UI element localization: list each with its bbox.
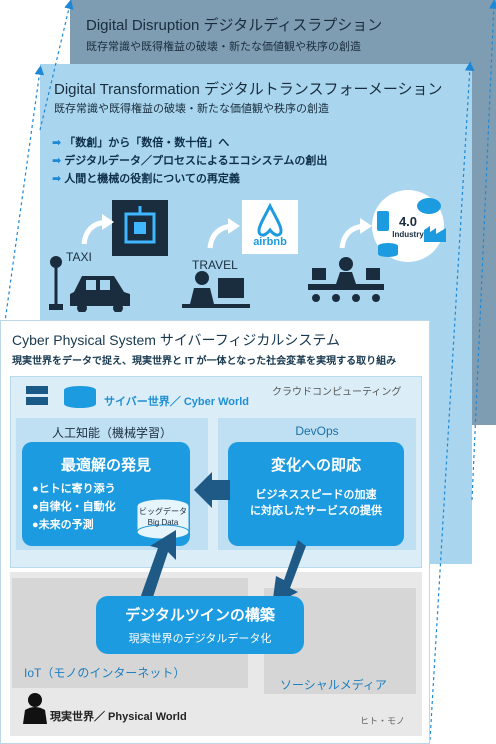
arrow-right-icon: ➡	[52, 155, 62, 167]
transformation-bullet: ➡デジタルデータ／プロセスによるエコシステムの創出	[52, 155, 328, 167]
industry-version: 4.0	[398, 214, 418, 229]
digital-twin-title: デジタルツインの構築	[125, 607, 275, 624]
curved-arrow-icon	[339, 218, 372, 249]
connector-right-upper	[471, 0, 496, 501]
transformation-bullet: ➡「数創」から「数倍・数十倍」へ	[52, 137, 230, 149]
taxi-label: TAXI	[66, 250, 92, 264]
social-media-label: ソーシャルメディア	[280, 678, 387, 692]
airbnb-logo-icon: airbnb	[242, 200, 298, 254]
devops-label: DevOps	[295, 424, 339, 438]
cps-title: Cyber Physical System サイバーフィジカルシステム	[12, 332, 340, 348]
server-database-icon	[26, 386, 96, 408]
arrow-up-icon	[138, 530, 176, 606]
cps-subtitle: 現実世界をデータで捉え、現実世界と IT が一体となった社会変革を実現する取り組…	[12, 356, 397, 367]
digital-twin-card	[96, 596, 304, 654]
digital-twin-subtitle: 現実世界のデジタルデータ化	[128, 633, 272, 645]
curved-arrow-icon	[207, 218, 240, 249]
disruption-title: Digital Disruption デジタルディスラプション	[86, 17, 383, 34]
arrow-right-icon: ➡	[52, 137, 62, 149]
connector-left-lower	[2, 65, 45, 337]
iot-label: IoT（モノのインターネット）	[24, 666, 186, 680]
rapid-response-card	[228, 442, 404, 546]
smartphone-icon	[377, 211, 389, 231]
connector-right-lower	[429, 61, 475, 741]
database-icon	[378, 243, 398, 257]
travel-label: TRAVEL	[192, 258, 238, 272]
uber-logo-icon	[112, 200, 168, 256]
optimal-solution-title: 最適解の発見	[60, 457, 151, 474]
cloud-icon	[417, 198, 441, 214]
physical-world-label: 現実世界／ Physical World	[50, 711, 187, 723]
optimal-item: ●未来の予測	[32, 519, 94, 531]
disruption-subtitle: 既存常識や既得権益の破壊・新たな価値観や秩序の創造	[86, 41, 361, 53]
curved-arrow-icon	[81, 214, 114, 245]
industry-label: Industry	[392, 230, 424, 239]
people-things-label: ヒト・モノ	[360, 716, 406, 726]
factory-icon	[424, 226, 446, 242]
cloud-computing-label: クラウドコンピューティング	[272, 387, 402, 398]
arrow-right-icon: ➡	[52, 173, 62, 185]
transformation-subtitle: 既存常識や既得権益の破壊・新たな価値観や秩序の創造	[54, 103, 329, 115]
arrow-down-icon	[272, 540, 306, 606]
desk-worker-icon	[182, 271, 250, 308]
airbnb-wordmark: airbnb	[253, 236, 287, 248]
optimal-item: ●ヒトに寄り添う	[32, 483, 116, 495]
big-data-en: Big Data	[147, 518, 179, 527]
rapid-response-desc-2: に対応したサービスの提供	[250, 505, 382, 517]
rapid-response-title: 変化への即応	[270, 457, 361, 474]
taxi-icon	[49, 256, 130, 312]
rapid-response-desc-1: ビジネススピードの加速	[255, 489, 377, 501]
cyber-world-label: サイバー世界／ Cyber World	[104, 396, 250, 408]
arrow-left-icon	[194, 472, 230, 508]
ai-label: 人工知能（機械学習）	[51, 426, 172, 440]
factory-worker-icon	[308, 257, 384, 302]
transformation-title: Digital Transformation デジタルトランスフォーメーション	[54, 81, 443, 98]
optimal-item: ●自律化・自動化	[32, 501, 116, 513]
transformation-bullet: ➡人間と機械の役割についての再定義	[52, 173, 240, 185]
big-data-jp: ビッグデータ	[139, 507, 187, 516]
person-icon	[23, 693, 47, 724]
